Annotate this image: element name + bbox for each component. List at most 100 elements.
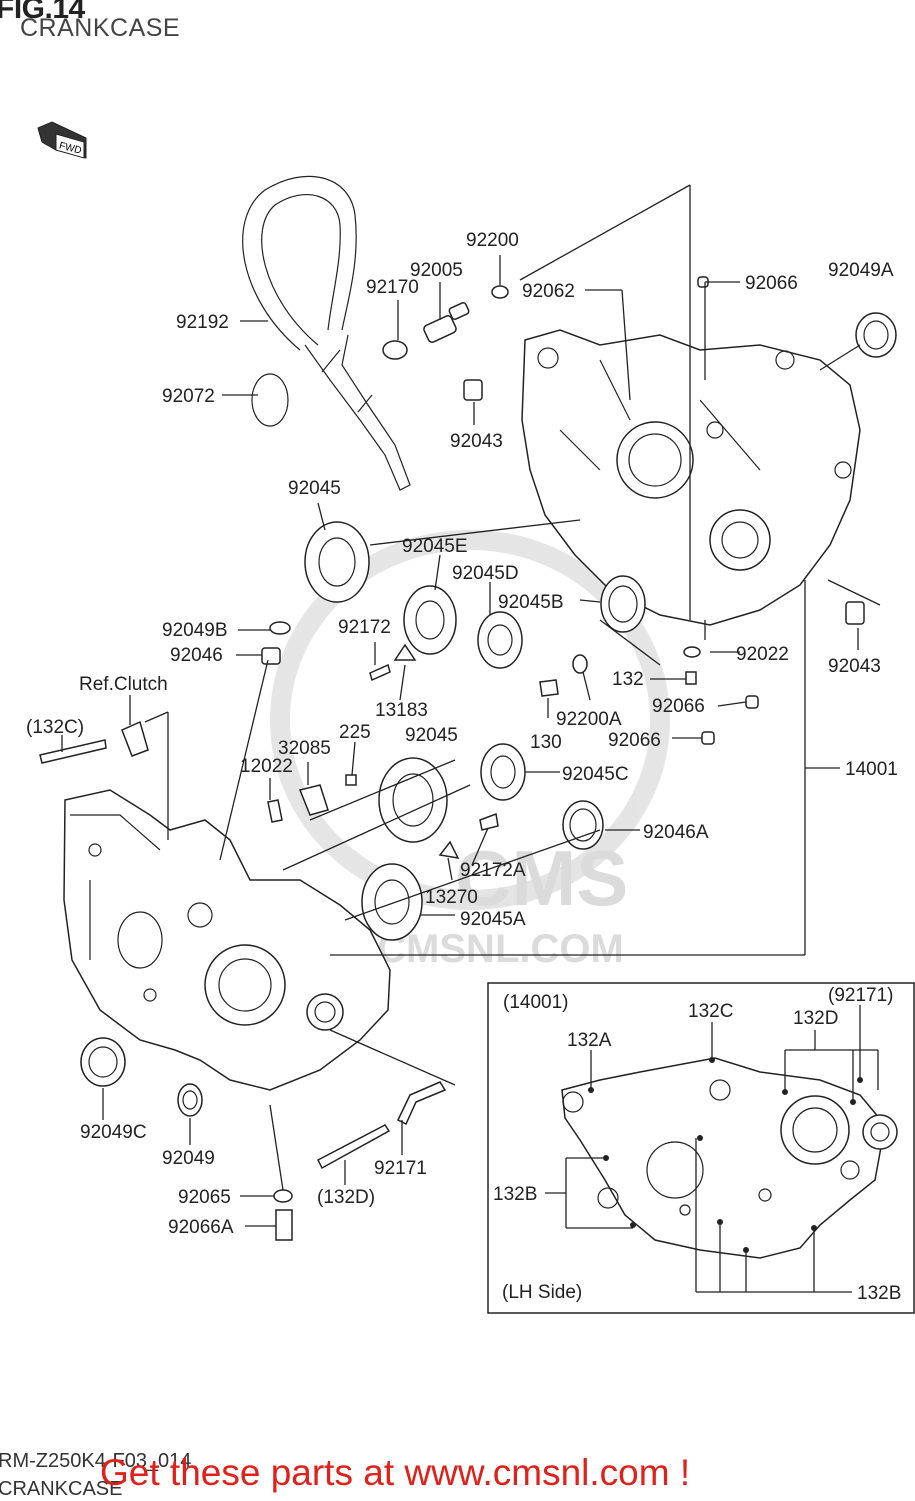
label-92066-top: 92066 [745,273,798,294]
label-92005: 92005 [410,260,463,281]
inset-label-92171: (92171) [828,985,894,1006]
label-13270: 13270 [425,887,478,908]
label-92192: 92192 [176,312,229,333]
plate-12022 [267,799,283,823]
washer-92200A [572,654,588,674]
label-92049B: 92049B [162,620,228,641]
label-92043-top: 92043 [450,431,503,452]
label-92046A: 92046A [643,822,709,843]
label-13183: 13183 [375,700,428,721]
label-92072: 92072 [162,386,215,407]
label-92172: 92172 [338,617,391,638]
oil-seal-92049 [177,1083,203,1117]
washer-92065 [273,1189,293,1203]
label-132C-paren: (132C) [26,717,84,738]
label-92045A: 92045A [460,909,526,930]
crankcase-right-half [521,329,861,626]
dowel-pin-92043 [463,379,483,401]
figure-title: FIG.14 [0,0,85,25]
label-92200A: 92200A [556,709,622,730]
label-92022: 92022 [736,644,789,665]
inset-side-note: (LH Side) [502,1282,582,1303]
label-92043-right: 92043 [828,656,881,677]
inset-label-132B-left: 132B [493,1184,537,1205]
oil-seal-92045B [600,575,646,633]
label-132: 132 [612,669,644,690]
nozzle-92066-mid [745,695,759,709]
bearing-92045D [477,611,523,669]
label-92045D: 92045D [452,563,519,584]
label-14001: 14001 [845,759,898,780]
label-92049: 92049 [162,1148,215,1169]
label-92045B: 92045B [498,592,564,613]
bearing-92045-top [304,521,370,603]
needle-bearing-92046A [562,800,604,850]
label-225: 225 [339,722,371,743]
bolt-130 [539,679,559,697]
figure-subtitle: CRANKCASE [20,14,181,42]
bearing-92045E [403,585,457,655]
label-132D-paren: (132D) [317,1187,375,1208]
screw-92172 [369,663,391,682]
washer-92049B [269,621,291,635]
guide-92171 [397,1081,447,1126]
hose-clamp-92072 [251,373,289,427]
bushing-92046 [261,647,281,665]
label-92065: 92065 [178,1187,231,1208]
breather-hose [242,175,411,491]
bearing-92045-mid [378,757,448,843]
inset-label-132D: 132D [793,1008,838,1029]
inset-label-132C: 132C [688,1001,733,1022]
label-92062: 92062 [522,281,575,302]
figure-code: RM-Z250K4-F03_014 [0,1450,192,1472]
washer-92200 [491,285,509,299]
label-92170: 92170 [366,277,419,298]
oil-seal-92049C [80,1037,126,1087]
label-92045-mid: 92045 [405,725,458,746]
bearing-92045C [480,743,526,801]
nozzle-92066-low [701,731,715,745]
label-92045E: 92045E [402,536,468,557]
plug-132 [685,671,697,685]
inset-header: (14001) [503,992,569,1013]
oil-seal-92049A [855,312,897,358]
inset-label-132B-right: 132B [857,1283,901,1304]
label-92066A: 92066A [168,1217,234,1238]
label-92049A: 92049A [828,260,894,281]
long-bolt-132C [39,739,107,764]
long-bolt-132D [316,1124,391,1170]
part-labels: 92200 92005 92170 92062 92066 92049A 921… [26,230,898,1238]
label-92045C: 92045C [562,764,629,785]
leader-lines [61,184,881,1227]
inset-label-132A: 132A [567,1030,612,1051]
label-92066-mid: 92066 [652,696,705,717]
fwd-label: FWD [58,140,83,156]
bearing-92045A [361,863,423,941]
label-92171: 92171 [374,1158,427,1179]
screw-92172A [479,812,499,831]
dowel-pin-92043-right [845,601,865,625]
label-130: 130 [530,732,562,753]
label-92200: 92200 [466,230,519,251]
washer-92022 [683,646,701,658]
label-92066-low: 92066 [608,730,661,751]
label-ref-clutch: Ref.Clutch [79,674,168,695]
watermark-logo: CMS [455,834,628,922]
clutch-bracket [121,720,149,757]
plate-13270 [438,840,460,859]
bracket-32085 [298,784,329,816]
hose-clamp-92170 [382,340,408,360]
drain-plug-92066A [275,1209,293,1241]
figure-code-subtitle: CRANKCASE [0,1478,123,1500]
label-92045-top: 92045 [288,478,341,499]
label-32085: 32085 [278,738,331,759]
label-12022: 12022 [240,756,293,777]
fitting-92005 [423,301,470,343]
plate-13183 [393,643,417,661]
label-92172A: 92172A [460,860,526,881]
parts-link[interactable]: Get these parts at www.cmsnl.com ! [100,1452,691,1493]
fwd-arrow-icon: FWD [37,121,87,159]
crankcase-left-half [63,789,391,1091]
screw-225 [345,774,357,786]
